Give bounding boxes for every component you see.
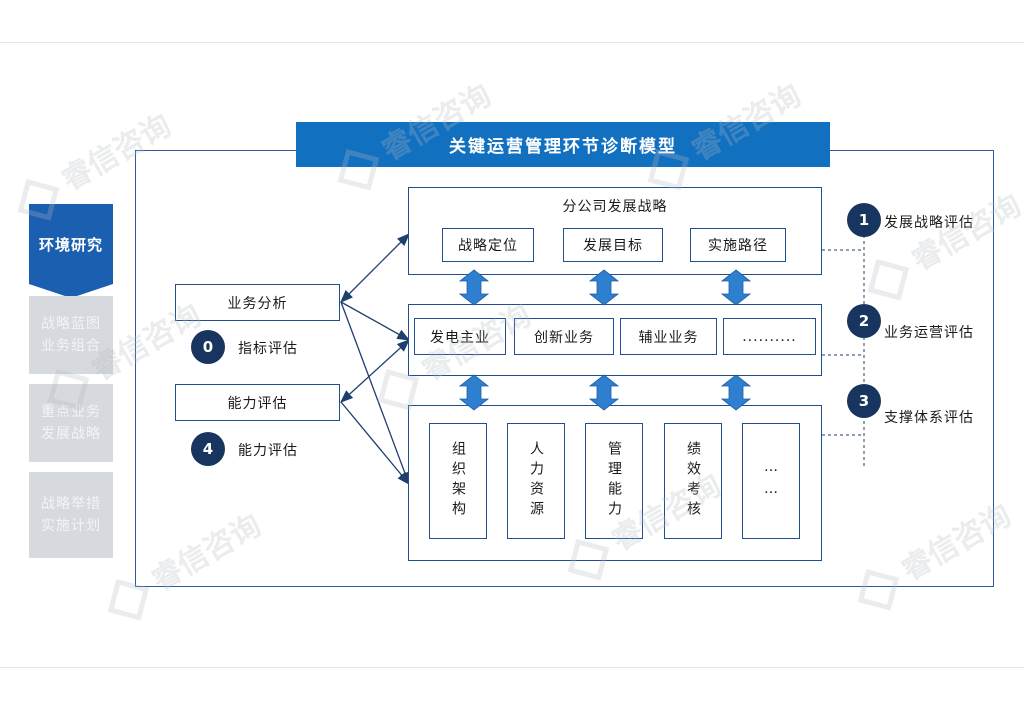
support-item-hr[interactable]: 人力资源 (507, 423, 565, 539)
support-item-more[interactable]: …… (742, 423, 800, 539)
diagram-title: 关键运营管理环节诊断模型 (296, 122, 830, 167)
business-item-auxiliary[interactable]: 辅业业务 (620, 318, 717, 355)
double-arrow-icon (720, 269, 752, 306)
branch-strategy-title: 分公司发展战略 (562, 199, 668, 215)
double-arrow-icon (458, 269, 490, 306)
badge-3: 3 (847, 384, 881, 418)
sidebar-item-label: 战略蓝图 (41, 316, 101, 332)
support-item-label: 组织架构 (450, 441, 466, 521)
support-item-management[interactable]: 管理能力 (585, 423, 643, 539)
business-item-label: 发电主业 (430, 329, 490, 346)
badge-number: 2 (858, 312, 870, 330)
capability-assessment-caption: 能力评估 (238, 443, 298, 459)
sidebar-item-strategic-initiatives[interactable]: 战略举措 实施计划 (29, 472, 113, 558)
support-item-label: 管理能力 (606, 441, 622, 521)
badge-number: 1 (858, 211, 870, 229)
sidebar-active-label: 环境研究 (38, 235, 103, 254)
support-item-label: 绩效考核 (685, 441, 701, 521)
badge-0: 0 (191, 330, 225, 364)
support-item-performance[interactable]: 绩效考核 (664, 423, 722, 539)
business-item-label: 辅业业务 (638, 329, 699, 346)
badge-number: 0 (202, 338, 214, 356)
business-item-more[interactable]: .......... (723, 318, 816, 355)
indicator-assessment-caption: 指标评估 (238, 341, 298, 357)
support-assessment-label: 支撑体系评估 (884, 410, 974, 426)
business-item-label: .......... (742, 328, 797, 345)
double-arrow-icon (720, 374, 752, 411)
bottom-divider (0, 667, 1024, 668)
business-item-innovation[interactable]: 创新业务 (514, 318, 614, 355)
capability-assessment-box[interactable]: 能力评估 (175, 384, 340, 421)
strategy-item-positioning[interactable]: 战略定位 (442, 228, 534, 262)
badge-4: 4 (191, 432, 225, 466)
badge-number: 4 (202, 440, 214, 458)
double-arrow-icon (588, 269, 620, 306)
strategy-assessment-label: 发展战略评估 (884, 215, 974, 231)
support-item-label: …… (763, 459, 779, 503)
badge-2: 2 (847, 304, 881, 338)
double-arrow-icon (588, 374, 620, 411)
capability-assessment-label: 能力评估 (227, 395, 288, 412)
sidebar-item-strategy-blueprint[interactable]: 战略蓝图 业务组合 (29, 296, 113, 374)
double-arrow-icon (458, 374, 490, 411)
badge-1: 1 (847, 203, 881, 237)
business-analysis-box[interactable]: 业务分析 (175, 284, 340, 321)
sidebar-item-label: 实施计划 (41, 518, 101, 534)
strategy-item-label: 实施路径 (708, 238, 768, 254)
strategy-item-label: 战略定位 (458, 238, 518, 254)
business-analysis-label: 业务分析 (227, 295, 288, 312)
sidebar-item-label: 业务组合 (41, 338, 101, 354)
sidebar-item-label: 战略举措 (41, 496, 101, 512)
strategy-item-goals[interactable]: 发展目标 (563, 228, 663, 262)
support-item-organization[interactable]: 组织架构 (429, 423, 487, 539)
support-item-label: 人力资源 (528, 441, 544, 521)
top-divider (0, 42, 1024, 43)
sidebar-item-key-business[interactable]: 重点业务 发展战略 (29, 384, 113, 462)
strategy-item-label: 发展目标 (583, 238, 643, 254)
strategy-item-path[interactable]: 实施路径 (690, 228, 786, 262)
operation-assessment-label: 业务运营评估 (884, 325, 974, 341)
sidebar-item-environment-research[interactable]: 环境研究 (29, 204, 113, 284)
sidebar-item-label: 重点业务 (41, 404, 101, 420)
sidebar-item-label: 发展战略 (41, 426, 101, 442)
business-item-label: 创新业务 (534, 329, 594, 346)
diagram-title-text: 关键运营管理环节诊断模型 (449, 137, 677, 157)
business-item-power[interactable]: 发电主业 (414, 318, 506, 355)
badge-number: 3 (858, 392, 870, 410)
